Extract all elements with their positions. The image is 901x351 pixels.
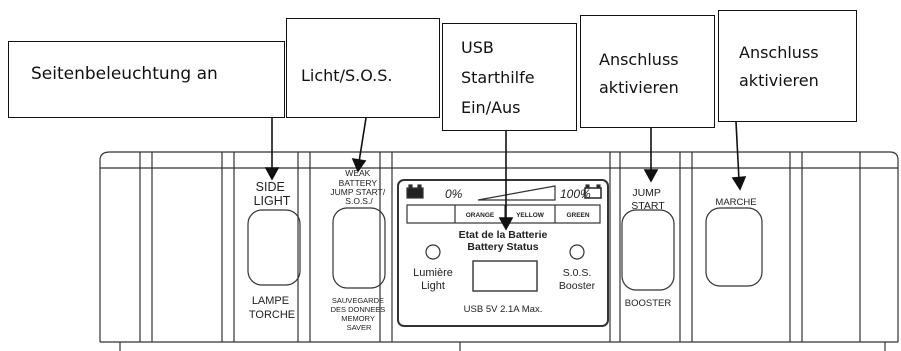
jump-start-button — [621, 209, 675, 291]
marche-label: MARCHE — [715, 197, 756, 208]
status-fr: Etat de la Batterie — [459, 229, 548, 241]
segment-orange: ORANGE — [466, 212, 495, 219]
jump-start-label: JUMP START — [631, 187, 665, 212]
callout-connect-2: Anschluss aktivieren — [718, 10, 857, 122]
sos-led-icon — [569, 244, 585, 260]
arrow-marche — [735, 121, 740, 181]
battery-ramp-indicator — [477, 185, 556, 201]
sos-button — [332, 207, 386, 289]
usb-port-icon — [472, 260, 538, 292]
pct-max-label: 100% — [560, 187, 591, 201]
usb-spec-label: USB 5V 2.1A Max. — [464, 304, 543, 315]
weak-battery-label: WEAK BATTERY JUMP START/ S.O.S./ — [330, 168, 387, 206]
sauvegarde-label: SAUVEGARDE DES DONNEES MEMORY SAVER — [331, 296, 388, 332]
segment-green: GREEN — [566, 212, 589, 219]
callout-side-light: Seitenbeleuchtung an — [8, 41, 285, 118]
booster-label: BOOSTER — [625, 298, 672, 309]
status-en: Battery Status — [467, 241, 538, 253]
side-light-label: SIDE LIGHT — [254, 180, 291, 208]
light-fr-label: Lumière — [413, 267, 453, 279]
battery-full-icon — [584, 187, 602, 199]
lampe-torche-label: LAMPE TORCHE — [249, 295, 295, 321]
marche-button — [705, 207, 763, 287]
arrow-sos — [358, 117, 367, 163]
pct-min-label: 0% — [445, 187, 463, 201]
side-light-button — [247, 209, 301, 286]
housing-outline — [99, 151, 899, 342]
booster-status-label: Booster — [559, 280, 596, 292]
callout-connect-1: Anschluss aktivieren — [580, 15, 715, 128]
light-en-label: Light — [421, 280, 445, 292]
light-led-icon — [425, 244, 441, 260]
sos-label: S.0.S. — [563, 267, 592, 279]
callout-usb: USB Starthilfe Ein/Aus — [442, 23, 577, 131]
battery-empty-icon — [406, 187, 424, 199]
callout-light-sos: Licht/S.O.S. — [286, 18, 440, 118]
battery-display — [397, 179, 609, 327]
segment-yellow: YELLOW — [516, 212, 545, 219]
